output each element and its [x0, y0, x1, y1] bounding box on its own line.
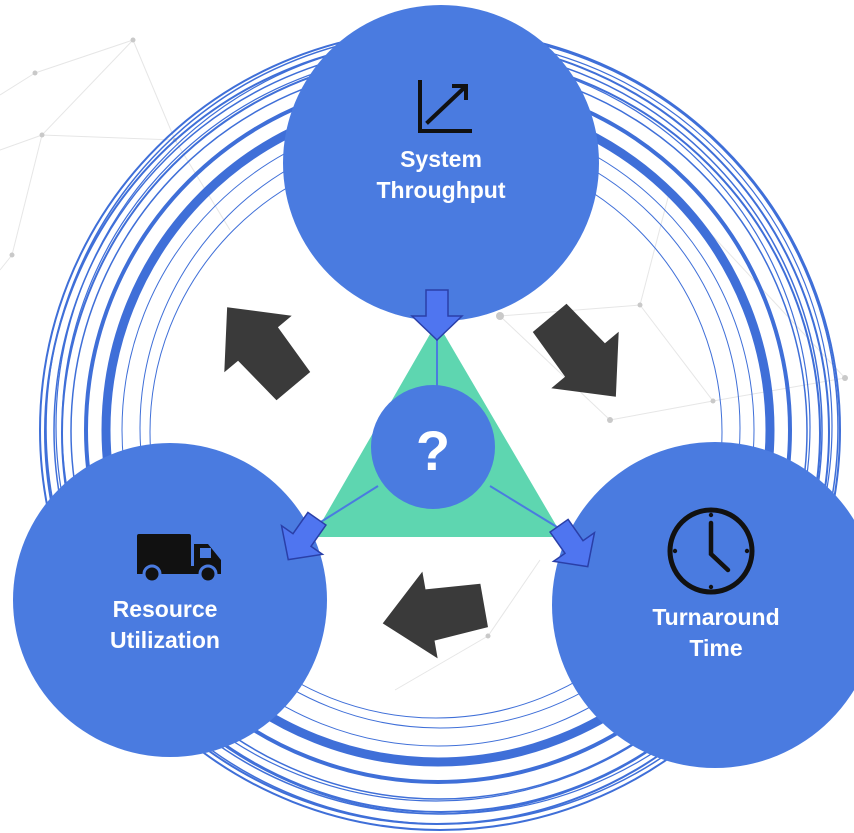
pointer-arrow-right — [549, 518, 596, 568]
throughput-circle[interactable] — [283, 5, 599, 321]
resource-label-line1: Resource — [112, 596, 218, 622]
throughput-label-line1: System — [400, 146, 482, 172]
cycle-arrow-bottom — [382, 571, 488, 659]
turnaround-circle[interactable] — [552, 442, 854, 768]
cycle-arrow-top-left — [224, 307, 311, 401]
question-mark: ? — [415, 419, 451, 482]
center-circle — [371, 385, 495, 509]
turnaround-label: Turnaround Time — [652, 602, 779, 664]
resource-label-line2: Utilization — [110, 627, 220, 653]
pointer-arrow-top — [410, 289, 464, 342]
delivery-truck-icon — [137, 534, 221, 584]
clock-icon — [667, 507, 755, 595]
network-nodes — [9, 37, 848, 639]
pointer-arrow-left — [280, 511, 327, 561]
throughput-label: System Throughput — [376, 144, 505, 206]
resource-label: Resource Utilization — [110, 594, 220, 656]
turnaround-label-line1: Turnaround — [652, 604, 780, 630]
resource-circle[interactable] — [13, 443, 327, 757]
network-background — [0, 39, 846, 721]
trend-up-chart-icon — [418, 80, 472, 133]
cycle-arrow-top-right — [532, 303, 619, 397]
turnaround-label-line2: Time — [689, 635, 743, 661]
throughput-label-line2: Throughput — [376, 177, 506, 203]
